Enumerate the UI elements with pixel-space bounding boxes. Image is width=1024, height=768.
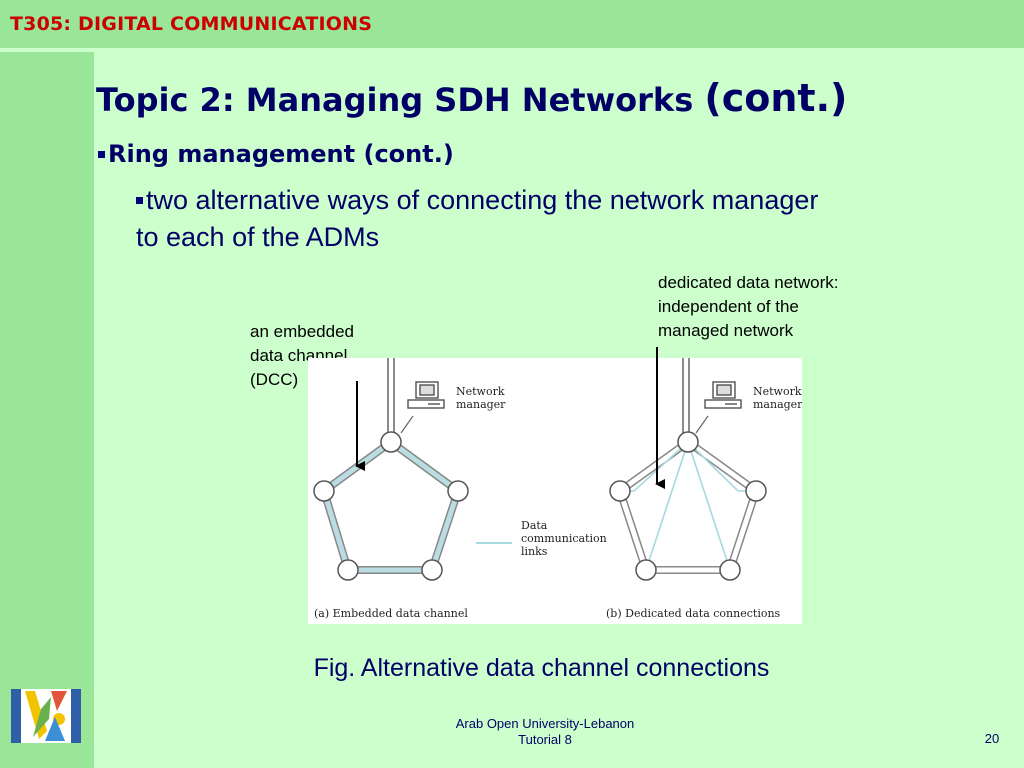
adm-node (337, 559, 359, 581)
footer: Arab Open University-Lebanon Tutorial 8 (420, 716, 670, 748)
aou-logo (11, 689, 81, 743)
bullet-level1-text: Ring management (cont.) (108, 140, 454, 168)
dedicated-network-annotation: dedicated data network: independent of t… (658, 271, 898, 343)
ring-b-inner (617, 439, 759, 573)
adm-node (609, 480, 631, 502)
figure-caption: Fig. Alternative data channel connection… (313, 654, 770, 682)
computer-icon (407, 381, 445, 409)
adm-node (380, 431, 402, 453)
computer-icon (704, 381, 742, 409)
ring-b-nodes (609, 431, 767, 581)
adm-node (719, 559, 741, 581)
square-bullet-icon (136, 197, 143, 205)
slide-title: Topic 2: Managing SDH Networks (cont.) (96, 76, 847, 120)
bullet-level2-line2: to each of the ADMs (136, 222, 380, 252)
manager-pointer-a (400, 415, 414, 434)
adm-node (447, 480, 469, 502)
adm-node (421, 559, 443, 581)
manager-label-b: Network (753, 385, 802, 398)
slide-title-cont: (cont.) (704, 76, 848, 120)
square-bullet-icon (98, 150, 105, 158)
adm-node (635, 559, 657, 581)
caption-b: (b) Dedicated data connections (606, 607, 781, 620)
ring-a-nodes (313, 431, 469, 581)
annotation-line: an embedded (250, 322, 354, 341)
ring-a-dcc (321, 439, 461, 573)
annotation-line: independent of the (658, 297, 799, 316)
manager-label-a: Network (456, 385, 505, 398)
manager-pointer-b (695, 415, 709, 434)
legend: Data communication links (476, 519, 607, 558)
bullet-level2-line1: two alternative ways of connecting the n… (146, 185, 819, 215)
course-title: T305: DIGITAL COMMUNICATIONS (10, 13, 373, 35)
adm-node (745, 480, 767, 502)
manager-label-a: manager (456, 398, 506, 411)
annotation-line: managed network (658, 321, 794, 340)
slide-title-main: Topic 2: Managing SDH Networks (96, 81, 705, 119)
bullet-level2: two alternative ways of connecting the n… (136, 182, 956, 256)
caption-a: (a) Embedded data channel (314, 607, 468, 620)
legend-label: Data (521, 519, 548, 532)
ring-diagrams: Network manager Data communication links (313, 358, 803, 620)
network-figure: Network manager Data communication links (308, 358, 803, 624)
header-bar: T305: DIGITAL COMMUNICATIONS (0, 0, 1024, 48)
bullet-level1: Ring management (cont.) (98, 140, 454, 168)
legend-label: links (521, 545, 548, 558)
legend-label: communication (521, 532, 607, 545)
adm-node (677, 431, 699, 453)
left-band (0, 52, 94, 768)
annotation-line: (DCC) (250, 370, 299, 389)
adm-node (313, 480, 335, 502)
footer-tutorial: Tutorial 8 (518, 732, 572, 747)
annotation-line: dedicated data network: (658, 273, 839, 292)
aou-logo-icon (11, 689, 81, 743)
manager-label-b: manager (753, 398, 802, 411)
ring-b: Network manager (609, 358, 803, 581)
footer-institution: Arab Open University-Lebanon (455, 716, 635, 731)
ring-b-data-links (620, 441, 756, 571)
ring-a: Network manager (313, 358, 506, 581)
page-number: 20 (984, 731, 1000, 746)
